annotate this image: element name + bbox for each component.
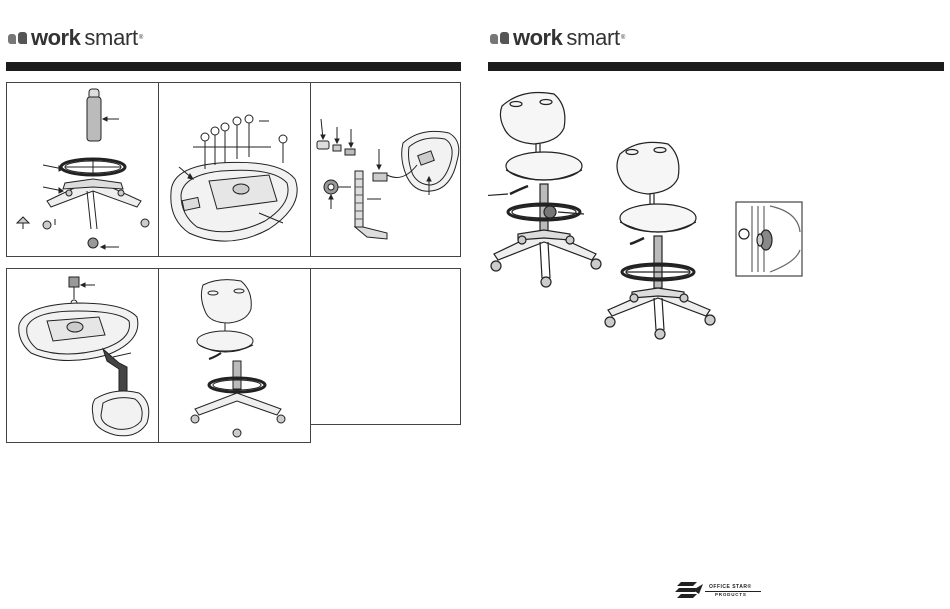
brand-trademark: ® [621,35,625,41]
header-bar-right [488,62,944,71]
step-panel-base-assembly [6,82,159,257]
office-star-mark-icon [675,580,705,602]
two-chairs-illustration [488,82,948,342]
backrest-bracket-illustration [311,83,462,258]
brand-word-work: work [31,25,80,51]
brand-word-work: work [513,25,562,51]
brand-word-smart: smart [84,25,138,51]
office-star-logo: OFFICE STAR® PRODUCTS [675,580,765,602]
step-panel-seat-mechanism [158,82,311,257]
attach-back-illustration [7,269,160,444]
instructions-text-box [310,268,461,425]
base-assembly-illustration [7,83,160,258]
brand-mark-icon [8,32,28,44]
brand-logo-right: work smart ® [490,27,625,49]
header-bar-left [6,62,461,71]
chair-overview-illustrations [488,82,948,342]
step-panel-attach-back [6,268,159,443]
seat-on-base-illustration [159,269,312,444]
brand-mark-icon [490,32,510,44]
step-panel-backrest-bracket [310,82,461,257]
brand-trademark: ® [139,35,143,41]
brand-word-smart: smart [566,25,620,51]
office-star-products: PRODUCTS [715,592,747,597]
seat-mechanism-illustration [159,83,312,258]
step-panel-seat-on-base [158,268,311,443]
brand-logo-left: work smart ® [8,27,143,49]
office-star-name: OFFICE STAR® [709,584,752,590]
